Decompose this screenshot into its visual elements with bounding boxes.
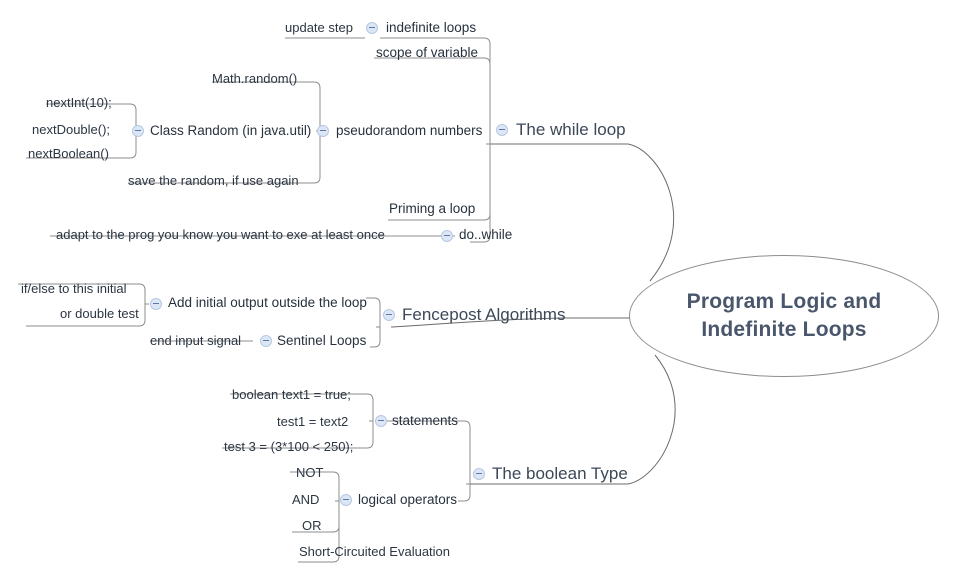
collapse-toggle-icon-boolean-type[interactable] bbox=[473, 468, 485, 480]
collapse-toggle-icon-fencepost-algorithms[interactable] bbox=[383, 309, 395, 321]
collapse-toggle-icon-class-random[interactable] bbox=[132, 125, 144, 137]
node-save-the-random[interactable]: save the random, if use again bbox=[128, 173, 299, 188]
branch-the-while-loop[interactable]: The while loop bbox=[516, 120, 626, 139]
collapse-toggle-icon-add-initial-output[interactable] bbox=[150, 298, 162, 310]
node-adapt-to-the-prog[interactable]: adapt to the prog you know you want to e… bbox=[56, 227, 385, 242]
node-next-int[interactable]: nextInt(10); bbox=[46, 95, 112, 110]
node-indefinite-loops[interactable]: indefinite loops bbox=[386, 20, 477, 35]
node-boolean-text1[interactable]: boolean text1 = true; bbox=[232, 387, 351, 402]
node-add-initial-output[interactable]: Add initial output outside the loop bbox=[168, 295, 367, 310]
node-next-double[interactable]: nextDouble(); bbox=[32, 122, 111, 137]
central-topic-node[interactable]: Program Logic and Indefinite Loops bbox=[629, 255, 939, 377]
node-next-boolean[interactable]: nextBoolean() bbox=[28, 146, 109, 161]
collapse-toggle-icon-do-while[interactable] bbox=[441, 230, 453, 242]
node-or[interactable]: OR bbox=[302, 518, 322, 533]
collapse-toggle-icon-statements[interactable] bbox=[375, 415, 387, 427]
node-pseudorandom-numbers[interactable]: pseudorandom numbers bbox=[336, 123, 483, 138]
branch-fencepost-algorithms[interactable]: Fencepost Algorithms bbox=[402, 305, 566, 324]
node-do-while[interactable]: do..while bbox=[459, 227, 513, 242]
node-sentinel-loops[interactable]: Sentinel Loops bbox=[277, 333, 367, 348]
node-test3-expression[interactable]: test 3 = (3*100 < 250); bbox=[224, 439, 354, 454]
branch-the-boolean-type[interactable]: The boolean Type bbox=[492, 464, 628, 483]
node-class-random[interactable]: Class Random (in java.util) bbox=[150, 123, 312, 138]
node-statements[interactable]: statements bbox=[392, 413, 459, 428]
node-logical-operators[interactable]: logical operators bbox=[358, 492, 458, 507]
collapse-toggle-icon-indefinite-loops[interactable] bbox=[366, 22, 378, 34]
collapse-toggle-icon-while-loop[interactable] bbox=[496, 124, 508, 136]
node-update-step[interactable]: update step bbox=[285, 20, 353, 35]
central-topic-line1: Program Logic and bbox=[686, 289, 882, 313]
node-and[interactable]: AND bbox=[292, 492, 320, 507]
node-if-else-to-this-initial[interactable]: if/else to this initial bbox=[21, 281, 127, 296]
node-end-input-signal[interactable]: end input signal bbox=[150, 333, 242, 348]
node-priming-a-loop[interactable]: Priming a loop bbox=[389, 201, 476, 216]
collapse-toggle-icon-logical-operators[interactable] bbox=[340, 494, 352, 506]
node-short-circuited-evaluation[interactable]: Short-Circuited Evaluation bbox=[299, 544, 451, 559]
node-math-random[interactable]: Math.random() bbox=[212, 71, 298, 86]
node-or-double-test[interactable]: or double test bbox=[60, 306, 139, 321]
node-test1-equals-text2[interactable]: test1 = text2 bbox=[277, 414, 349, 429]
collapse-toggle-icon-sentinel-loops[interactable] bbox=[260, 335, 272, 347]
node-scope-of-variable[interactable]: scope of variable bbox=[376, 45, 479, 60]
collapse-toggle-icon-pseudorandom-numbers[interactable] bbox=[317, 125, 329, 137]
node-not[interactable]: NOT bbox=[296, 465, 324, 480]
central-topic-line2: Indefinite Loops bbox=[701, 318, 867, 341]
